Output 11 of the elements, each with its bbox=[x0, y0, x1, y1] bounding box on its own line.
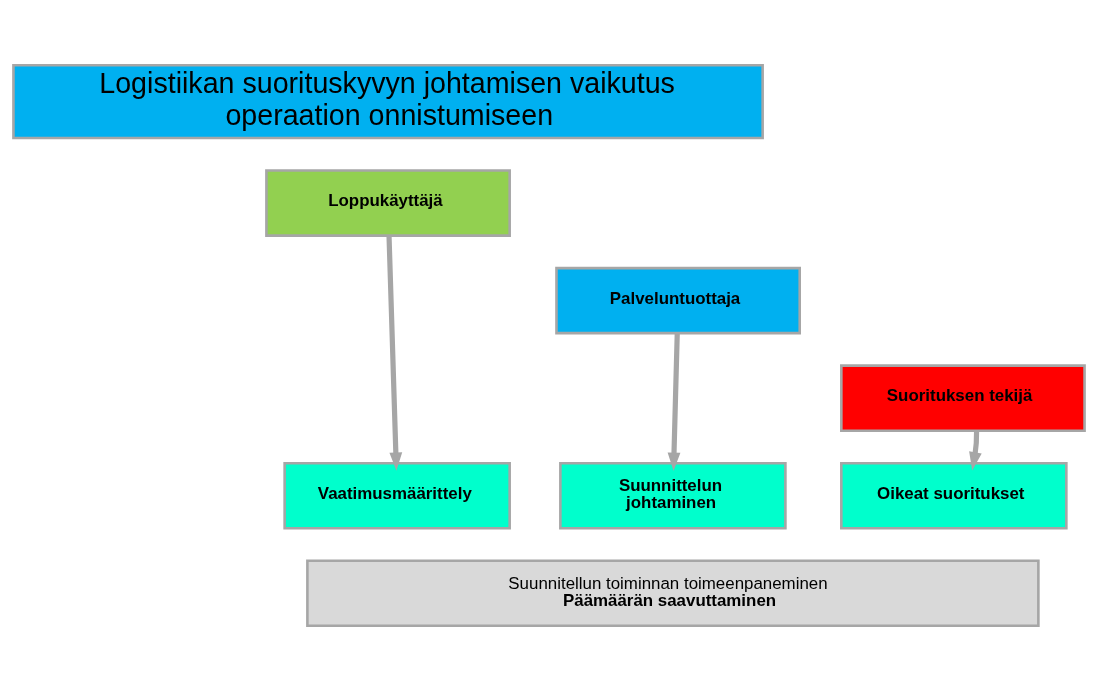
node-box: Suorituksen tekijä bbox=[840, 364, 1086, 432]
node-box: Vaatimusmäärittely bbox=[283, 461, 511, 530]
arrow bbox=[969, 431, 982, 471]
node-box: Suunnitellun toiminnan toimeenpaneminen Päämäärän saavuttaminen bbox=[306, 559, 1040, 628]
node-box: Logistiikan suorituskyvyn johtamisen vaikutus operaation onnistumiseen bbox=[12, 63, 764, 140]
node-box: Loppukäyttäjä bbox=[265, 169, 511, 237]
arrow bbox=[386, 235, 403, 471]
node-box: Oikeat suoritukset bbox=[840, 461, 1068, 530]
node-box: Palveluntuottaja bbox=[555, 266, 801, 335]
arrow bbox=[667, 333, 681, 471]
node-box: Suunnittelun johtaminen bbox=[559, 461, 787, 530]
